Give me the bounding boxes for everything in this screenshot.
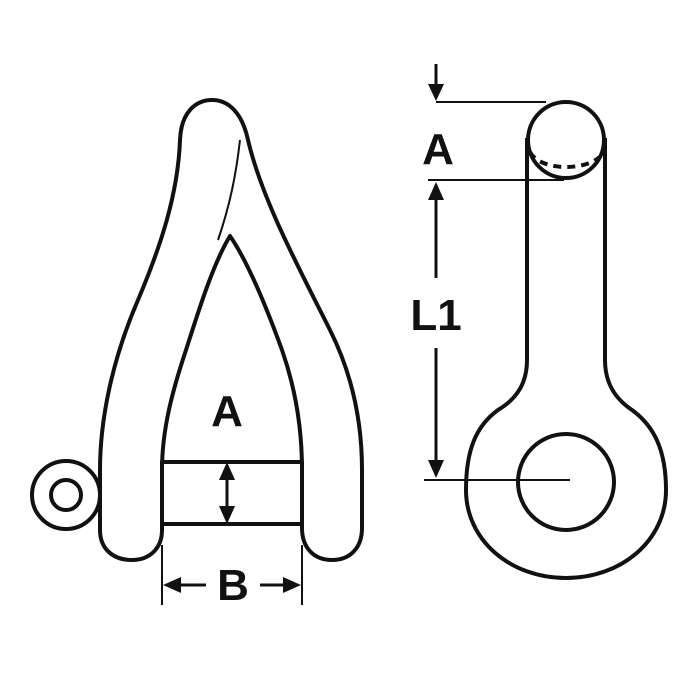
side-eye-hole <box>516 432 616 532</box>
side-pin-hidden-edge <box>528 150 606 169</box>
pin-body <box>160 460 304 526</box>
dim-a-right-arrow-down <box>428 84 444 101</box>
dim-label-l1: L1 <box>410 291 461 340</box>
pin-eye-inner <box>49 478 83 512</box>
shackle-side-view: A L1 <box>410 64 668 580</box>
dim-l1-arrow-down <box>428 460 444 478</box>
dim-b-arrow-left <box>163 577 181 593</box>
dim-b-arrow-right <box>283 577 301 593</box>
side-body-outline <box>464 138 668 580</box>
dim-label-a-left: A <box>211 387 243 436</box>
dim-label-a-right: A <box>422 125 454 174</box>
side-pin-head <box>526 100 606 180</box>
pin-eye-outer <box>30 459 102 531</box>
bow-twist-line <box>217 139 241 241</box>
shackle-front-view: A B <box>30 98 364 610</box>
dim-a-left-arrow-up <box>219 462 235 480</box>
dim-l1-arrow-up <box>428 182 444 200</box>
dim-label-b: B <box>217 561 249 610</box>
dim-a-left-arrow-down <box>219 506 235 524</box>
